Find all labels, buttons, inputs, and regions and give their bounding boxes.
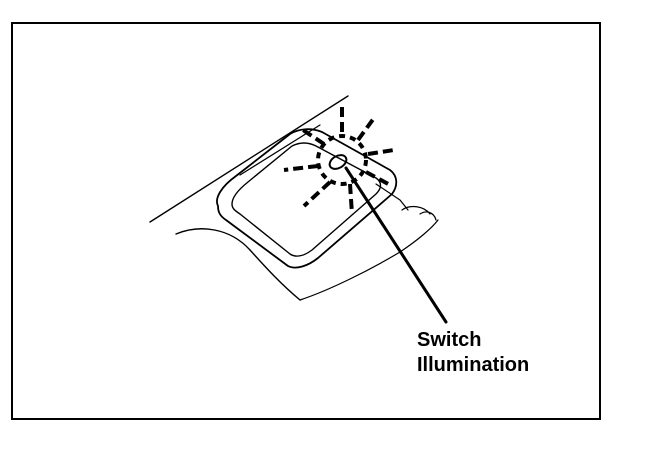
- light-ray: [298, 126, 326, 146]
- side-clip-detail: [401, 205, 437, 221]
- illumination-lens-icon: [328, 154, 348, 170]
- light-ray: [348, 183, 354, 215]
- callout-line-1: Switch: [417, 329, 482, 351]
- figure-frame: [11, 22, 601, 420]
- light-ray: [365, 170, 393, 188]
- trim-upper-edge-line: [149, 95, 349, 223]
- switch-bezel-inner: [231, 142, 382, 257]
- switch-bezel-outer: [216, 128, 398, 269]
- light-ray: [283, 164, 319, 172]
- switch-illumination-label: Switch Illumination: [417, 328, 529, 378]
- light-ray: [367, 148, 395, 156]
- illumination-glow-ring: [316, 134, 368, 186]
- panel-lower-contour: [175, 228, 301, 301]
- panel-lower-contour-2: [299, 219, 439, 301]
- callout-line-2: Illumination: [417, 354, 530, 376]
- light-ray: [302, 180, 332, 208]
- light-rays: [283, 104, 395, 215]
- light-ray: [356, 116, 376, 142]
- callout-leader-line: [344, 166, 448, 324]
- bezel-corner-detail: [375, 183, 409, 211]
